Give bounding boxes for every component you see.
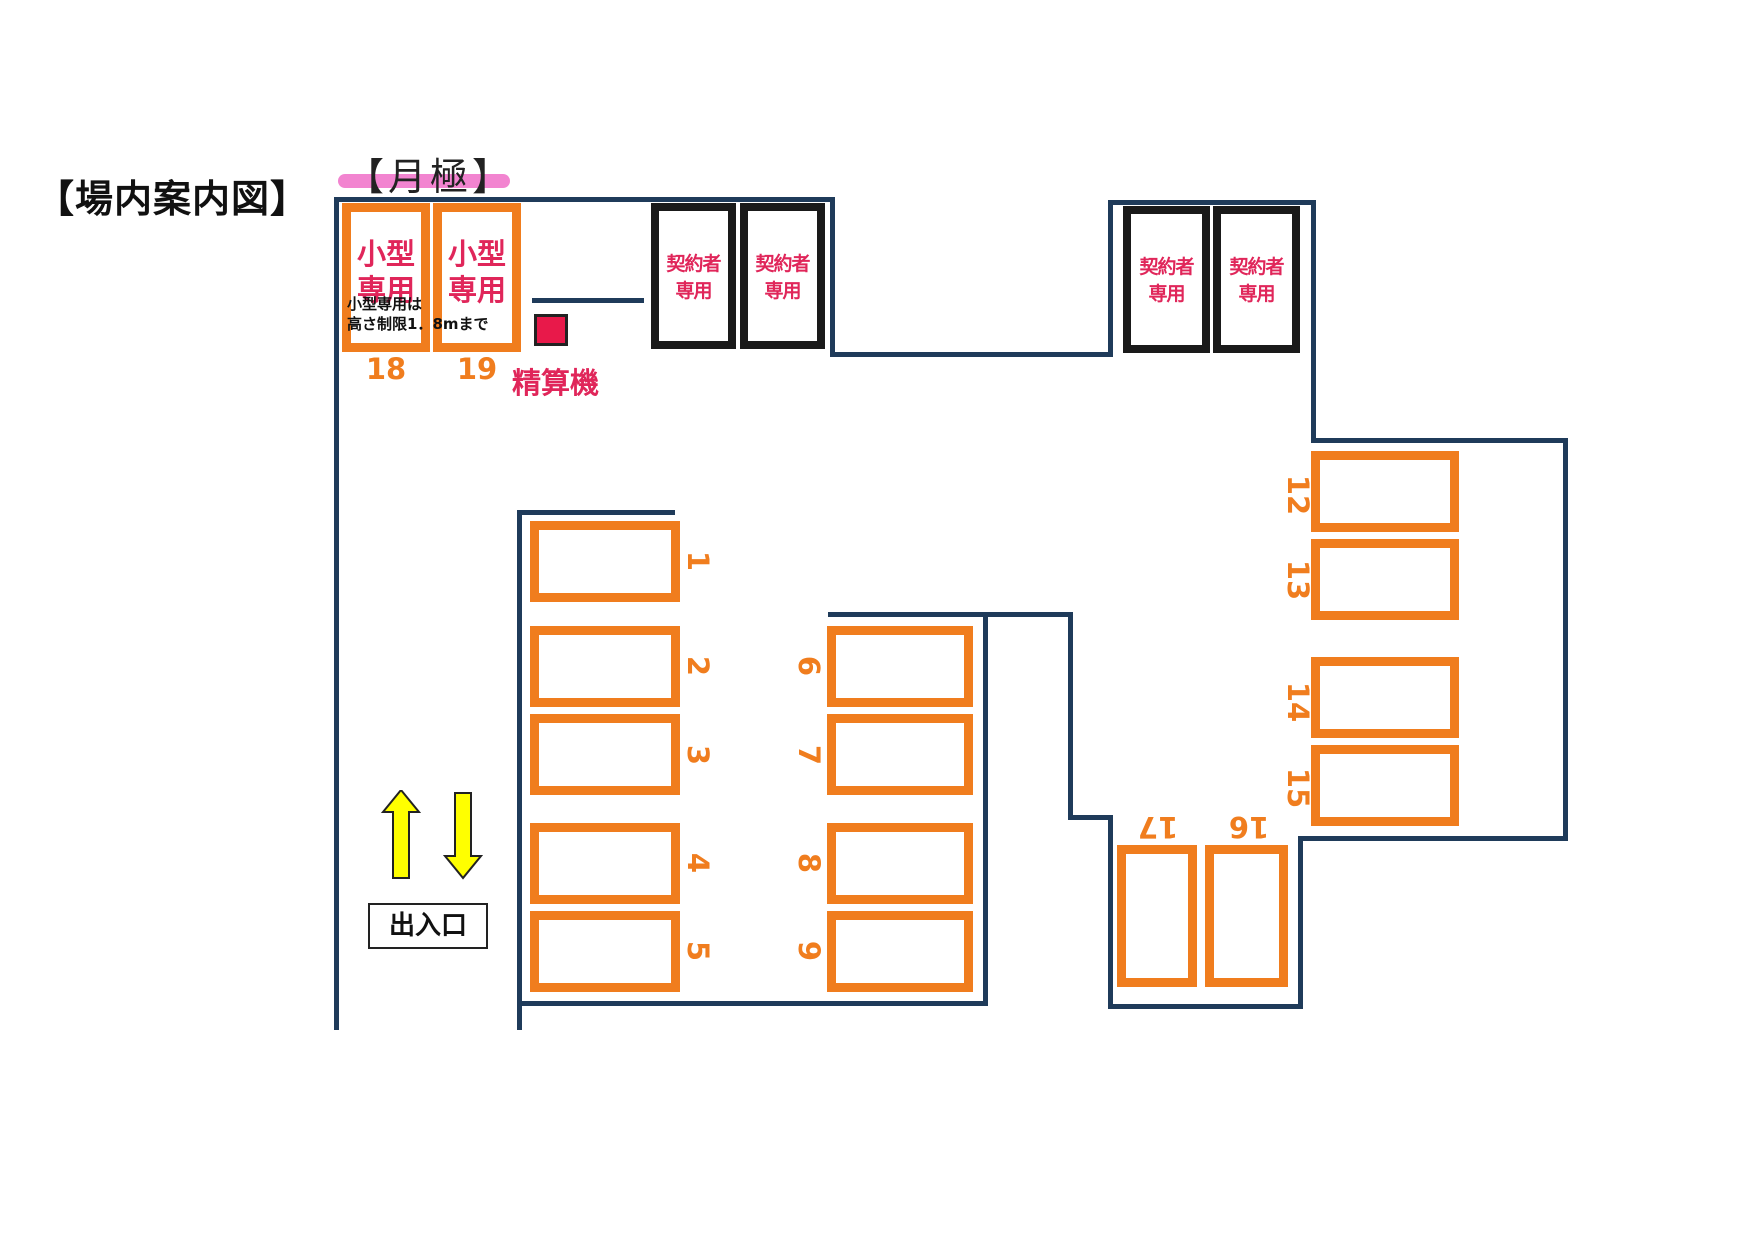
- page-title: 【場内案内図】: [36, 177, 310, 221]
- wall: [334, 197, 834, 202]
- contract-label: 契約者 専用: [666, 253, 721, 302]
- wall: [334, 199, 339, 1030]
- parking-space-4: [530, 823, 680, 904]
- space-number: 6: [792, 655, 826, 677]
- entrance-label: 出入口: [368, 903, 488, 949]
- space-number: 4: [681, 852, 715, 874]
- space-number: 7: [792, 744, 826, 766]
- contract-label: 契約者 専用: [1229, 256, 1284, 305]
- contract-space: 契約者 専用: [1123, 206, 1210, 353]
- wall: [1108, 200, 1113, 357]
- contract-label: 契約者 専用: [1139, 256, 1194, 305]
- contract-space: 契約者 専用: [651, 203, 736, 349]
- payment-machine-label: 精算機: [512, 366, 600, 400]
- parking-space-13: [1311, 539, 1459, 620]
- wall: [1108, 1004, 1303, 1009]
- space-number: 1: [681, 550, 715, 572]
- space-number: 5: [681, 940, 715, 962]
- parking-space-3: [530, 714, 680, 795]
- parking-space-14: [1311, 657, 1459, 738]
- parking-space-1: [530, 521, 680, 602]
- parking-space-12: [1311, 451, 1459, 532]
- height-limit-note: 小型専用は 高さ制限1．8mまで: [347, 295, 489, 333]
- contract-space: 契約者 専用: [740, 203, 825, 349]
- wall: [532, 298, 644, 303]
- wall: [1068, 815, 1113, 820]
- parking-space-16: [1205, 845, 1288, 987]
- wall: [1298, 836, 1568, 841]
- parking-space-2: [530, 626, 680, 707]
- space-number: 3: [681, 744, 715, 766]
- wall: [828, 612, 1073, 617]
- payment-machine-icon: [534, 314, 568, 346]
- wall: [517, 510, 675, 515]
- space-number: 14: [1281, 681, 1315, 723]
- wall: [1068, 612, 1073, 820]
- wall: [1311, 438, 1568, 443]
- wall: [517, 1001, 988, 1006]
- wall: [1311, 200, 1316, 443]
- parking-space-18: 小型 専用: [342, 203, 430, 352]
- contract-space: 契約者 専用: [1213, 206, 1300, 353]
- space-number: 13: [1281, 559, 1315, 601]
- small-only-label: 小型 専用: [447, 237, 506, 307]
- parking-space-15: [1311, 745, 1459, 826]
- wall: [830, 197, 835, 357]
- wall: [1298, 836, 1303, 1009]
- parking-space-6: [827, 626, 973, 707]
- monthly-label: 【月極】: [346, 155, 515, 199]
- space-number: 16: [1228, 810, 1270, 844]
- parking-space-17: [1117, 845, 1197, 987]
- entrance-arrows: [380, 790, 484, 880]
- space-number: 9: [792, 940, 826, 962]
- wall: [517, 510, 522, 1030]
- parking-space-9: [827, 911, 973, 992]
- wall: [983, 612, 988, 1006]
- parking-space-8: [827, 823, 973, 904]
- wall: [830, 352, 1113, 357]
- arrow-down-icon: [442, 792, 484, 880]
- small-only-label: 小型 専用: [356, 237, 415, 307]
- wall: [1108, 200, 1316, 205]
- space-number: 18: [365, 352, 407, 386]
- contract-label: 契約者 専用: [755, 253, 810, 302]
- space-number: 2: [681, 655, 715, 677]
- space-number: 19: [456, 352, 498, 386]
- space-number: 17: [1137, 810, 1179, 844]
- space-number: 12: [1281, 474, 1315, 516]
- space-number: 8: [792, 852, 826, 874]
- wall: [1108, 815, 1113, 1009]
- highlight-mark: [338, 174, 510, 188]
- arrow-up-icon: [380, 790, 422, 879]
- parking-space-19: 小型 専用: [433, 203, 521, 352]
- parking-space-5: [530, 911, 680, 992]
- space-number: 15: [1281, 767, 1315, 809]
- wall: [1563, 438, 1568, 841]
- parking-space-7: [827, 714, 973, 795]
